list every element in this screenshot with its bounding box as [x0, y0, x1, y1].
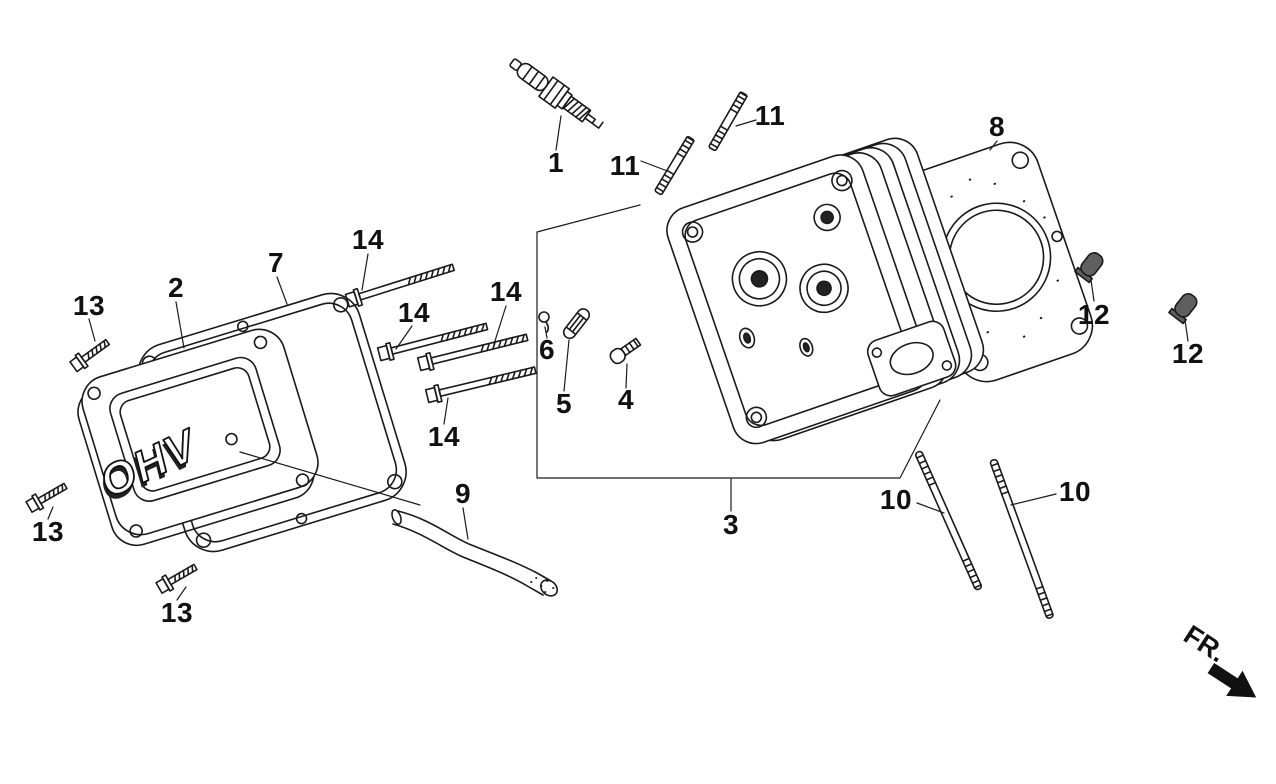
callout-13-b: 13	[31, 516, 65, 547]
callout-10-b: 10	[1058, 476, 1092, 507]
flange-bolt-13b-drawing	[24, 478, 71, 515]
callout-13-a: 13	[72, 290, 106, 321]
callout-4: 4	[617, 384, 635, 415]
bolt-4-drawing	[609, 337, 642, 365]
stud-11a-drawing	[653, 135, 696, 196]
cap-12a-drawing	[1074, 252, 1104, 284]
callout-2: 2	[167, 272, 185, 303]
head-bolt-14d-drawing	[424, 361, 538, 406]
callout-11-a: 11	[609, 150, 641, 181]
callout-12-a: 12	[1077, 299, 1111, 330]
stud-10b-drawing	[989, 458, 1054, 620]
callout-9: 9	[454, 478, 472, 509]
callout-11-b: 11	[754, 100, 786, 131]
callout-10-a: 10	[879, 484, 913, 515]
callout-3: 3	[722, 509, 740, 540]
stud-10a-drawing	[914, 450, 983, 591]
callout-13-c: 13	[160, 597, 194, 628]
flange-bolt-13c-drawing	[154, 559, 201, 596]
head-cover-drawing: OHV OHV	[77, 328, 319, 547]
callout-3-bracket	[536, 204, 941, 479]
front-direction-indicator: FR.	[1178, 619, 1257, 698]
callout-5: 5	[555, 388, 573, 419]
callout-14-c: 14	[489, 276, 523, 307]
callout-6: 6	[538, 334, 556, 365]
callout-1: 1	[547, 147, 565, 178]
head-bolt-14b-drawing	[376, 317, 490, 364]
spark-plug-drawing	[509, 58, 604, 129]
cylinder-head-drawing	[666, 137, 985, 445]
breather-tube-drawing	[391, 509, 559, 597]
stud-11b-drawing	[707, 90, 749, 152]
pin-5-drawing	[562, 308, 591, 340]
callout-7: 7	[267, 247, 285, 278]
leader-lines	[47, 115, 1189, 601]
callout-12-b: 12	[1171, 338, 1205, 369]
part-6-drawing	[538, 311, 550, 333]
head-bolt-14c-drawing	[416, 328, 530, 374]
flange-bolt-13a-drawing	[68, 334, 114, 374]
fr-label: FR.	[1178, 619, 1231, 668]
cap-12b-drawing	[1168, 293, 1198, 325]
callout-14-a: 14	[351, 224, 385, 255]
fr-arrow-icon	[1207, 663, 1257, 698]
callout-14-d: 14	[427, 421, 461, 452]
callout-14-b: 14	[397, 297, 431, 328]
callout-8: 8	[988, 111, 1006, 142]
